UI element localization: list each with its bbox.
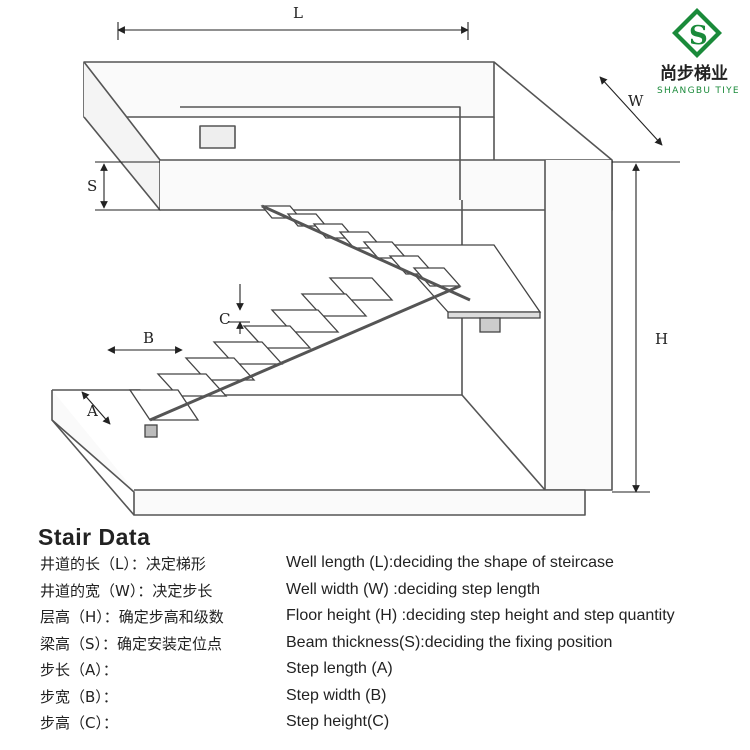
section-title: Stair Data — [38, 524, 151, 550]
label-b: B — [143, 329, 154, 347]
data-row-beam-thickness: 梁高（S）：确定安装定位点 Beam thickness(S):deciding… — [40, 633, 740, 660]
row-label-zh: 步宽（B）： — [40, 687, 118, 706]
staircase — [128, 204, 542, 438]
brand-logo: S 尚步梯业 SHANGBU TIYE — [657, 8, 740, 96]
stair-data-list: 井道的长（L）：决定梯形 Well length (L):deciding th… — [40, 553, 740, 739]
row-label-en: Beam thickness(S):deciding the fixing po… — [286, 633, 613, 651]
logo-letter: S — [689, 21, 708, 51]
label-a: A — [86, 402, 98, 420]
row-label-en: Step length (A) — [286, 660, 393, 677]
data-row-step-length: 步长（A）： Step length (A) — [40, 659, 740, 686]
data-row-well-length: 井道的长（L）：决定梯形 Well length (L):deciding th… — [40, 553, 740, 580]
stair-well — [51, 61, 613, 516]
dimension-lines — [81, 22, 680, 493]
label-w: W — [628, 92, 644, 110]
row-label-en: Step width (B) — [286, 686, 387, 704]
label-l: L — [293, 4, 303, 22]
row-label-zh: 井道的宽（W）：决定步长 — [40, 581, 213, 600]
row-label-zh: 梁高（S）：确定安装定位点 — [40, 634, 223, 653]
brand-name-en: SHANGBU TIYE — [657, 86, 740, 96]
row-label-zh: 层高（H）：确定步高和级数 — [40, 608, 224, 626]
stair-diagram: L W S H C B A S 尚步梯业 SHANGBU TIYE — [51, 4, 740, 516]
data-row-well-width: 井道的宽（W）：决定步长 Well width (W) :deciding st… — [40, 580, 740, 607]
label-s: S — [87, 177, 97, 195]
row-label-en: Well width (W) :deciding step length — [286, 580, 541, 598]
row-label-zh: 步长（A）： — [40, 661, 118, 679]
label-c: C — [219, 310, 230, 328]
brand-name-cn: 尚步梯业 — [660, 63, 728, 84]
row-label-zh: 井道的长（L）：决定梯形 — [40, 555, 206, 573]
dimension-labels: L W S H C B A — [86, 4, 668, 420]
row-label-en: Step height(C) — [286, 713, 390, 730]
data-row-step-height: 步高（C）： Step height(C) — [40, 712, 740, 739]
label-h: H — [655, 330, 668, 348]
row-label-zh: 步高（C）： — [40, 714, 118, 732]
row-label-en: Floor height (H) :deciding step height a… — [286, 607, 675, 624]
row-label-en: Well length (L):deciding the shape of st… — [286, 554, 614, 571]
data-row-step-width: 步宽（B）： Step width (B) — [40, 686, 740, 713]
data-row-floor-height: 层高（H）：确定步高和级数 Floor height (H) :deciding… — [40, 606, 740, 633]
